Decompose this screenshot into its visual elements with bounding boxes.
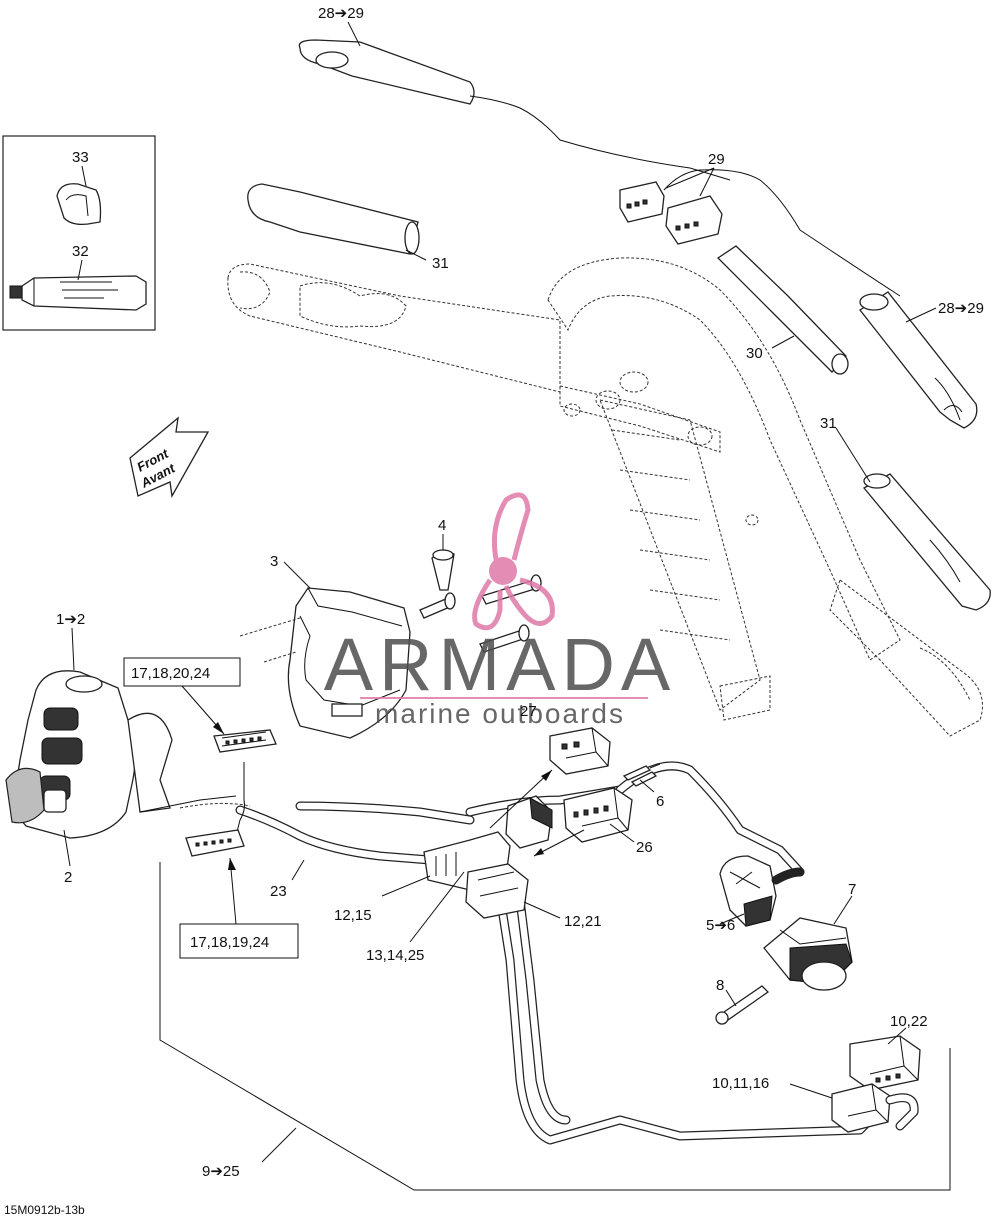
inset-box	[2, 135, 156, 331]
label-5-6: 5➔6	[706, 917, 735, 934]
callout-box-17-18-19-24	[179, 923, 299, 959]
label-17-18-20-24: 17,18,20,24	[131, 665, 210, 682]
figure-code: 15M0912b-13b	[4, 1203, 85, 1217]
label-17-18-19-24: 17,18,19,24	[190, 934, 269, 951]
connector-cluster	[423, 795, 553, 919]
label-27: 27	[520, 703, 537, 720]
leader-lines	[63, 21, 951, 1191]
switch-assembly	[5, 670, 237, 839]
label-31-right: 31	[820, 415, 837, 432]
grip-heater-top	[298, 39, 691, 169]
label-4: 4	[438, 517, 446, 534]
callout-box-17-18-20-24	[123, 657, 241, 687]
label-2: 2	[64, 869, 72, 886]
screws-4	[419, 549, 542, 653]
label-9-25: 9➔25	[202, 1163, 240, 1180]
connector-10-22	[849, 1035, 921, 1091]
label-33: 33	[72, 149, 89, 166]
watermark: ARMADA marine outboards	[324, 492, 677, 729]
clip-33	[56, 183, 102, 226]
connector-10-11-16	[831, 1083, 919, 1133]
label-29: 29	[708, 151, 725, 168]
label-28-29-top: 28➔29	[318, 5, 364, 22]
pins-6	[622, 763, 661, 787]
connector-27	[549, 727, 611, 775]
label-8: 8	[716, 977, 724, 994]
grip-31-top	[247, 183, 420, 255]
front-arrow: Front Avant	[129, 416, 210, 498]
connector-17-18-20-24	[213, 729, 277, 753]
label-31-top: 31	[432, 255, 449, 272]
main-harness	[495, 761, 885, 1145]
housing-3	[239, 587, 411, 739]
assembly-arrows	[489, 769, 585, 857]
label-7: 7	[848, 881, 856, 898]
label-28-29-right: 28➔29	[938, 300, 984, 317]
switch-5-6	[719, 855, 805, 927]
label-6: 6	[656, 793, 664, 810]
grease-tube-32	[9, 275, 147, 311]
connector-26	[563, 787, 633, 843]
label-12-15: 12,15	[334, 907, 372, 924]
connectors-29	[619, 167, 901, 297]
label-3: 3	[270, 553, 278, 570]
pin-8	[715, 985, 770, 1025]
part-7	[763, 917, 853, 991]
label-23: 23	[270, 883, 287, 900]
watermark-tagline: marine outboards	[375, 698, 625, 729]
label-13-14-25: 13,14,25	[366, 947, 424, 964]
connector-17-18-19-24	[185, 829, 245, 857]
handlebar	[227, 257, 983, 737]
label-10-11-16: 10,11,16	[712, 1075, 769, 1092]
label-10-22: 10,22	[890, 1013, 928, 1030]
label-12-21: 12,21	[564, 913, 602, 930]
label-30: 30	[746, 345, 763, 362]
watermark-brand: ARMADA	[324, 623, 677, 706]
label-32: 32	[72, 243, 89, 260]
harness-23	[179, 762, 625, 865]
grip-heater-right	[859, 291, 978, 429]
grip-31-right	[862, 473, 991, 611]
propeller-logo	[472, 492, 555, 631]
label-1-2: 1➔2	[56, 611, 85, 628]
bar-30	[716, 245, 849, 375]
label-26: 26	[636, 839, 653, 856]
